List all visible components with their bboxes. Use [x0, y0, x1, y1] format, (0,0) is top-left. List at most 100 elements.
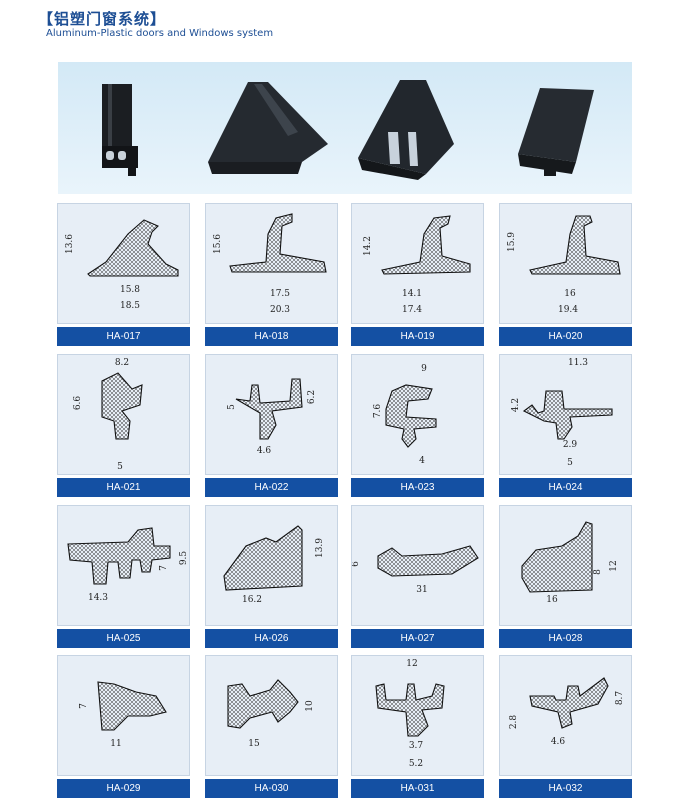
dimension-label: 4.6: [257, 446, 272, 456]
dimension-label: 18.5: [120, 301, 140, 311]
product-code: HA-026: [205, 629, 338, 648]
profile-drawing: 7 11: [57, 655, 190, 776]
dimension-label: 9: [421, 364, 427, 374]
dimension-label: 7: [159, 565, 169, 571]
dimension-label: 7.6: [373, 404, 383, 419]
seal-cross-section: [87, 219, 179, 277]
seal-cross-section: [381, 215, 471, 275]
dimension-label: 16.2: [242, 595, 262, 605]
product-code: HA-024: [499, 478, 632, 497]
product-code: HA-023: [351, 478, 484, 497]
dimension-label: 15: [248, 739, 260, 749]
profile-drawing: 11.3 4.2 2.9 5: [499, 354, 632, 475]
dimension-label: 8: [593, 569, 603, 575]
dimension-label: 3.7: [409, 741, 424, 751]
dimension-label: 8.2: [115, 358, 129, 368]
seal-cross-section: [377, 545, 479, 577]
seal-cross-section: [529, 677, 609, 729]
seal-cross-section: [97, 681, 167, 731]
dimension-label: 7: [79, 703, 89, 709]
dimension-label: 15.6: [213, 234, 223, 254]
product-code: HA-027: [351, 629, 484, 648]
dimension-label: 4: [419, 456, 425, 466]
profile-drawing: 15.6 17.5 20.3: [205, 203, 338, 324]
dimension-label: 16: [546, 595, 558, 605]
dimension-label: 4.6: [551, 737, 566, 747]
dimension-label: 9.5: [179, 551, 189, 566]
dimension-label: 31: [416, 585, 427, 595]
product-code: HA-022: [205, 478, 338, 497]
product-code: HA-018: [205, 327, 338, 346]
dimension-label: 19.4: [558, 305, 578, 315]
dimension-label: 5: [227, 404, 237, 410]
seal-cross-section: [375, 683, 445, 737]
page-title: 【铝塑门窗系统】: [38, 10, 167, 28]
dimension-label: 14.1: [402, 289, 422, 299]
dimension-label: 6.6: [73, 396, 83, 411]
product-code: HA-019: [351, 327, 484, 346]
product-code: HA-029: [57, 779, 190, 798]
seal-cross-section: [227, 679, 299, 729]
seal-cross-section: [223, 525, 303, 591]
profile-drawing: 2.8 8.7 4.6: [499, 655, 632, 776]
product-code: HA-031: [351, 779, 484, 798]
dimension-label: 14.2: [363, 236, 373, 256]
dimension-label: 15.8: [120, 285, 140, 295]
dimension-label: 5: [117, 462, 123, 472]
seal-profile-photo: [518, 88, 594, 176]
product-code: HA-017: [57, 327, 190, 346]
dimension-label: 6.2: [307, 390, 317, 404]
profile-drawing: 13.6 15.8 18.5: [57, 203, 190, 324]
dimension-label: 8.7: [615, 691, 625, 706]
profile-drawing: 10 15: [205, 655, 338, 776]
dimension-label: 17.5: [270, 289, 290, 299]
profile-drawing: 14.2 14.1 17.4: [351, 203, 484, 324]
seal-cross-section: [101, 372, 143, 440]
dimension-label: 15.9: [507, 232, 517, 252]
dimension-label: 17.4: [402, 305, 422, 315]
dimension-label: 12: [609, 560, 619, 571]
profile-drawing: 8.2 6.6 5: [57, 354, 190, 475]
dimension-label: 10: [305, 700, 315, 712]
product-code: HA-020: [499, 327, 632, 346]
product-code: HA-028: [499, 629, 632, 648]
dimension-label: 6: [352, 561, 361, 567]
seal-profile-photo: [102, 84, 138, 176]
dimension-label: 13.6: [65, 234, 75, 254]
dimension-label: 12: [406, 659, 417, 669]
seal-profile-photo: [358, 80, 454, 180]
page-subtitle: Aluminum-Plastic doors and Windows syste…: [46, 28, 274, 39]
product-photo-banner: [58, 62, 632, 194]
dimension-label: 16: [564, 289, 576, 299]
product-code: HA-032: [499, 779, 632, 798]
profile-drawing: 6 31: [351, 505, 484, 626]
dimension-label: 11.3: [568, 358, 588, 368]
dimension-label: 5.2: [409, 759, 423, 769]
profile-drawing: 13.9 16.2: [205, 505, 338, 626]
product-code: HA-030: [205, 779, 338, 798]
profile-drawing: 5 6.2 4.6: [205, 354, 338, 475]
seal-cross-section: [67, 527, 171, 585]
product-code: HA-021: [57, 478, 190, 497]
dimension-label: 2.9: [563, 440, 578, 450]
seal-cross-section: [385, 384, 437, 448]
profile-drawing: 12 3.7 5.2: [351, 655, 484, 776]
seal-profile-photo: [208, 82, 328, 174]
dimension-label: 4.2: [511, 398, 521, 412]
dimension-label: 5: [567, 458, 573, 468]
seal-cross-section: [521, 521, 593, 593]
seal-cross-section: [235, 378, 303, 440]
dimension-label: 14.3: [88, 593, 108, 603]
seal-cross-section: [529, 215, 621, 275]
seal-cross-section: [229, 213, 327, 273]
dimension-label: 13.9: [315, 538, 325, 558]
dimension-label: 2.8: [509, 715, 519, 730]
profile-drawing: 8 12 16: [499, 505, 632, 626]
profile-drawing: 7 9.5 14.3: [57, 505, 190, 626]
dimension-label: 20.3: [270, 305, 290, 315]
dimension-label: 11: [110, 739, 121, 749]
seal-cross-section: [522, 390, 613, 440]
profile-drawing: 15.9 16 19.4: [499, 203, 632, 324]
